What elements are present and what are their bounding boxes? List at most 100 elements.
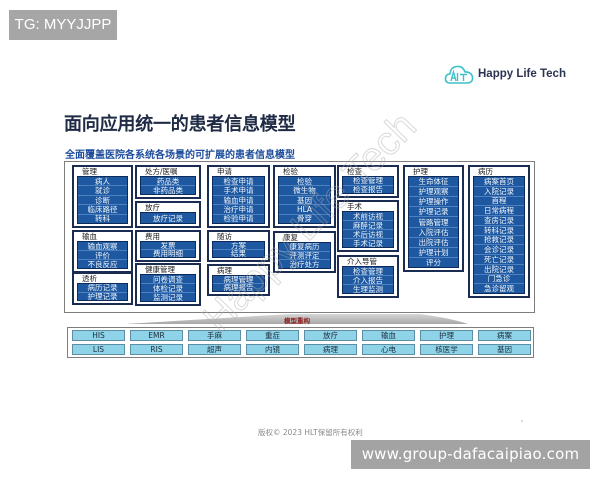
top-left-watermark-badge: TG: MYYJJPP	[9, 10, 117, 40]
group-title: 随访	[217, 232, 232, 241]
group-item-list: 生命体征护理观察护理操作护理记录管路管理入院评估出院评估护理计划评分	[408, 176, 459, 268]
group-transfusion: 输血输血观察评价不良反应	[72, 230, 133, 273]
group-item: 检查管理	[353, 267, 383, 275]
group-item: 查房记录	[474, 215, 524, 225]
group-item-list: 检查申请手术申请输血申请治疗申请检验申请	[212, 176, 265, 224]
group-title: 处方/医嘱	[145, 167, 178, 176]
group-dialysis: 透析病历记录护理记录	[72, 272, 133, 305]
group-item: 费用明细	[141, 249, 195, 257]
group-item: 放疗记录	[153, 213, 183, 223]
group-item: 康复病历	[289, 243, 320, 251]
source-system-box: EMR	[130, 330, 183, 341]
page-title: 面向应用统一的患者信息模型	[64, 114, 296, 135]
group-title: 费用	[145, 232, 160, 241]
group-item: 治疗处方	[279, 259, 330, 268]
group-item: 病理管理	[223, 276, 254, 283]
group-title: 护理	[413, 167, 428, 176]
group-billing: 费用发票费用明细	[135, 230, 201, 262]
group-item: 护理操作	[409, 196, 458, 206]
group-item-list: 病人就诊诊断临床路径转科	[77, 176, 128, 224]
group-item: 入院评估	[409, 226, 458, 237]
group-item-list: 术前访视麻醉记录术后访视手术记录	[342, 211, 394, 248]
source-system-box: 基因	[478, 344, 531, 355]
group-item: 检查报告	[343, 184, 393, 193]
group-item: 评分	[409, 256, 458, 267]
group-item: 就诊	[78, 185, 127, 195]
group-item: 护理观察	[409, 186, 458, 196]
group-item: 非药品类	[141, 185, 195, 194]
group-interventional: 介入导管检查管理介入报告生理监测	[337, 255, 399, 298]
group-item: 死亡记录	[474, 254, 524, 264]
decorative-dot	[521, 420, 523, 422]
group-item: HLA	[279, 204, 330, 214]
group-item: 评价	[78, 250, 127, 259]
group-item: 病人	[95, 177, 110, 186]
source-system-box: 超声	[188, 344, 241, 355]
group-item: 发票	[160, 242, 176, 249]
group-item: 输血观察	[87, 242, 118, 250]
model-refactor-label: 模型重构	[284, 317, 310, 325]
group-item: 结果	[213, 249, 264, 257]
source-system-box: HIS	[72, 330, 125, 341]
group-prescription: 处方/医嘱药品类非药品类	[135, 165, 201, 199]
group-item: 药品类	[156, 177, 180, 185]
group-item: 出院评估	[409, 236, 458, 247]
group-item: 基因	[279, 194, 330, 204]
group-radiotherapy: 放疗放疗记录	[135, 201, 201, 228]
group-item-list: 康复病历评测评定治疗处方	[278, 242, 331, 269]
source-system-box: 放疗	[304, 330, 357, 341]
group-title: 放疗	[145, 203, 160, 212]
source-system-box: 心电	[362, 344, 415, 355]
group-item: 病理报告	[213, 283, 264, 291]
refactor-wedge-shape	[125, 314, 468, 324]
group-item: 护理记录	[409, 206, 458, 216]
source-system-box: 输血	[362, 330, 415, 341]
group-title: 申请	[217, 167, 232, 176]
group-pathology: 病理病理管理病理报告	[207, 264, 270, 296]
group-item: 体检记录	[141, 283, 195, 292]
group-item: 日常病程	[474, 205, 524, 215]
source-system-box: 核医学	[420, 344, 473, 355]
group-title: 健康管理	[145, 265, 175, 274]
group-medical-record: 病历病案首页入院记录首程日常病程查房记录转科记录抢救记录会诊记录死亡记录出院记录…	[468, 165, 530, 298]
bottom-right-url-badge: www.group-dafacaipiao.com	[351, 440, 590, 469]
group-item: 护理计划	[409, 246, 458, 257]
group-item: 检验申请	[213, 213, 264, 223]
group-item: 出院记录	[474, 263, 524, 274]
group-item: 转科记录	[474, 224, 524, 235]
group-item: 诊断	[78, 194, 127, 204]
source-system-box: 内镜	[246, 344, 299, 355]
source-system-box: 病案	[478, 330, 531, 341]
group-item: 检验	[297, 177, 312, 186]
group-item: 治疗申请	[213, 204, 264, 214]
group-item: 抢救记录	[474, 234, 524, 244]
group-item: 检查管理	[353, 177, 383, 185]
group-item: 方案	[231, 242, 246, 249]
group-title: 介入导管	[347, 257, 377, 266]
source-system-box: 手麻	[188, 330, 241, 341]
logo-text: Happy Life Tech	[478, 68, 566, 80]
group-item: 监测记录	[141, 292, 195, 301]
group-title: 病历	[478, 167, 493, 176]
group-title: 检验	[283, 167, 298, 176]
group-item: 骨穿	[279, 213, 330, 223]
group-title: 检查	[347, 167, 362, 176]
group-item: 手术记录	[343, 238, 393, 247]
group-item: 介入报告	[343, 275, 393, 284]
group-item: 会诊记录	[474, 244, 524, 254]
group-health-mgmt: 健康管理问卷调查体检记录监测记录	[135, 263, 201, 306]
group-item: 临床路径	[78, 204, 127, 214]
group-title: 输血	[82, 232, 97, 241]
company-logo: Happy Life Tech	[444, 62, 566, 86]
group-item: 术前访视	[353, 212, 383, 220]
cloud-hlt-logo-icon	[444, 65, 474, 84]
group-item: 不良反应	[78, 259, 127, 268]
copyright-text: 版权© 2023 HLT保留所有权利	[258, 428, 363, 437]
group-item: 术后访视	[343, 229, 393, 238]
group-item-list: 药品类非药品类	[140, 176, 196, 195]
group-item-list: 方案结果	[212, 241, 265, 258]
group-item-list: 检查管理检查报告	[342, 176, 394, 194]
group-item: 护理记录	[78, 291, 127, 300]
